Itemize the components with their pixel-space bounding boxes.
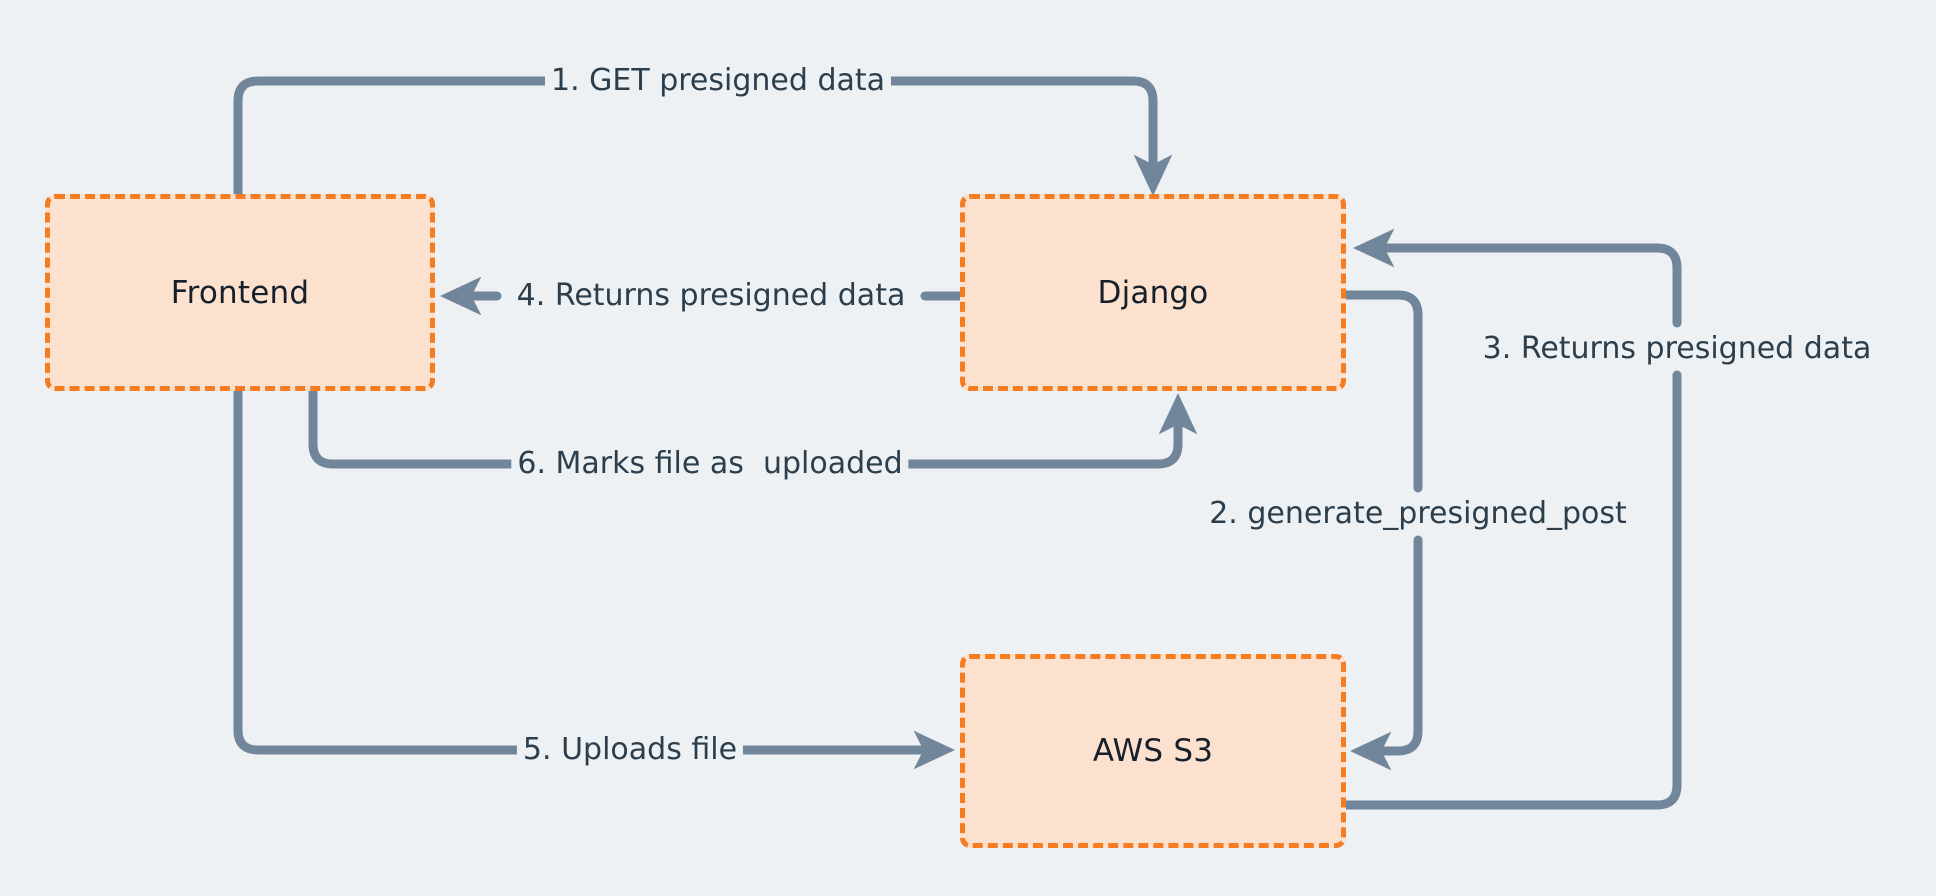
node-frontend-label: Frontend [170, 274, 310, 311]
edge-5-path-left [233, 386, 542, 755]
edge-1-path-right [861, 76, 1173, 197]
edge-3-path-lower [1341, 370, 1682, 810]
node-django[interactable]: Django [960, 194, 1346, 391]
node-frontend[interactable]: Frontend [45, 194, 435, 391]
node-aws-s3-label: AWS S3 [1092, 733, 1214, 769]
node-aws-s3[interactable]: AWS S3 [960, 654, 1346, 848]
edge-2-path-upper [1341, 290, 1423, 493]
edge-label-3: 3. Returns presigned data [1476, 331, 1878, 367]
edge-label-2: 2. generate_presigned_post [1203, 496, 1633, 532]
edge-label-4: 4. Returns presigned data [510, 278, 912, 314]
edge-3-path-upper [1352, 228, 1682, 328]
edge-1-path-left [233, 76, 580, 199]
edge-label-5: 5. Uploads file [516, 732, 744, 768]
edge-6-path-left [308, 386, 565, 469]
edge-label-6: 6. Marks file as uploaded [511, 446, 909, 482]
edge-2-path-lower [1349, 535, 1423, 771]
edge-6-path-right [856, 392, 1198, 469]
node-django-label: Django [1097, 274, 1209, 311]
edge-label-1: 1. GET presigned data [544, 63, 892, 99]
